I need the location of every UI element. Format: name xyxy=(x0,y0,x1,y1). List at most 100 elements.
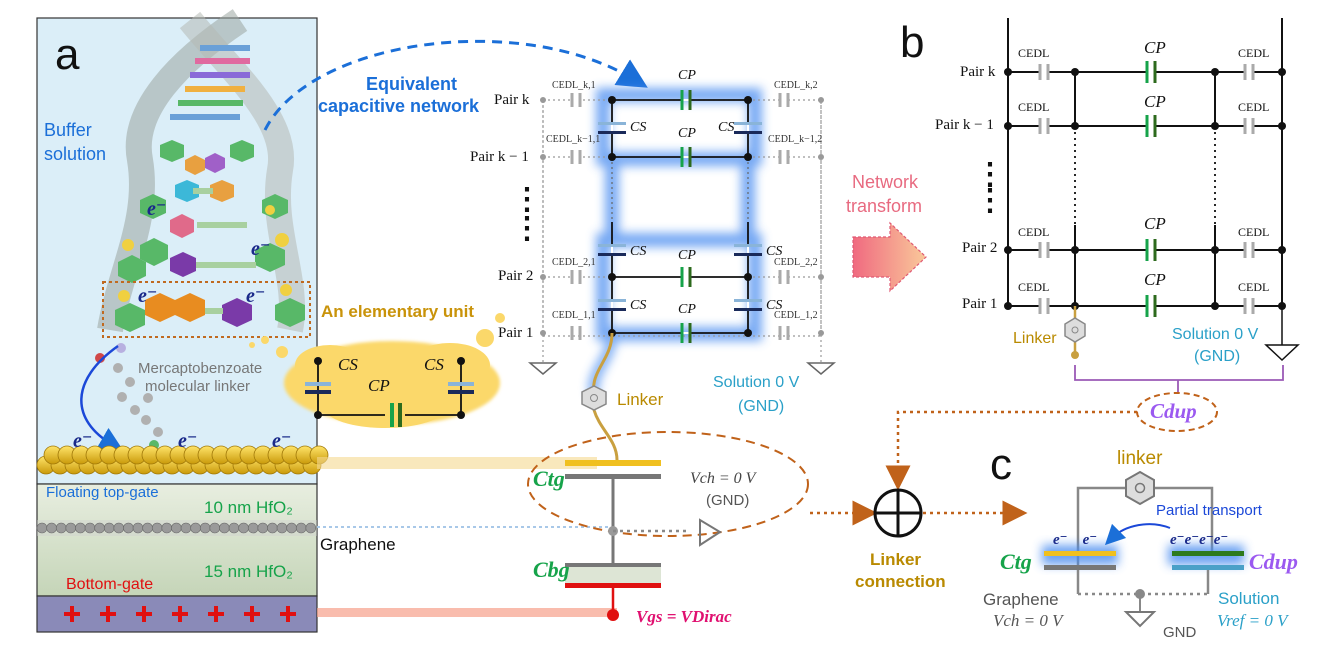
network-solution-label-2: (GND) xyxy=(738,398,785,415)
graphene-atom xyxy=(161,522,173,534)
graphene-atom xyxy=(190,522,201,534)
cp-capacitor xyxy=(680,267,692,287)
dna-base-pairs-top xyxy=(170,45,250,120)
graphene-atom xyxy=(123,522,134,534)
electron-label-6: e⁻ xyxy=(178,430,198,452)
cedl-22-label: CEDL_2,2 xyxy=(774,257,818,268)
edl-node xyxy=(540,154,546,160)
panel-c-label: c xyxy=(990,440,1012,489)
bottom-gate-label: Bottom-gate xyxy=(66,576,154,593)
graphene-atom xyxy=(46,522,57,534)
network-linker-label: Linker xyxy=(617,390,664,409)
graphene-label: Graphene xyxy=(320,535,396,554)
graphene-atom xyxy=(65,522,77,534)
edl-node xyxy=(540,330,546,336)
panelb-cp-capacitor xyxy=(1145,61,1157,83)
panelb-vdots: ⋮ xyxy=(975,158,1005,191)
cp-label-1: CP xyxy=(678,302,696,317)
graphene-atom xyxy=(247,522,259,534)
panelb-node xyxy=(1004,68,1012,76)
cs-label-k-right: CS xyxy=(718,120,735,135)
edl-capacitor xyxy=(778,326,790,340)
panelb-cp-3: CP xyxy=(1144,214,1166,233)
panelb-solution-2: (GND) xyxy=(1194,348,1241,365)
panelc-solution-label: Solution xyxy=(1218,589,1280,608)
panelb-solution-1: Solution 0 V xyxy=(1172,326,1259,343)
graphene-atom xyxy=(55,522,67,534)
graphene-atom xyxy=(142,522,153,534)
graphene-atom xyxy=(132,522,144,534)
plus-charge-icon xyxy=(136,606,152,622)
panel-b-label: b xyxy=(900,18,925,67)
electron-label-3: e⁻ xyxy=(138,285,158,307)
graphene-atom xyxy=(305,522,317,534)
cloud-cs-right: CS xyxy=(424,355,444,374)
panelb-node xyxy=(1278,122,1286,130)
elementary-unit-cloud xyxy=(249,313,505,428)
panelb-cp-capacitor xyxy=(1145,115,1157,137)
floating-gate-label: Floating top-gate xyxy=(46,484,159,501)
gold-surface xyxy=(36,445,329,475)
linker-connection-node xyxy=(810,410,1137,538)
graphene-atom xyxy=(219,522,230,534)
plus-charge-icon xyxy=(172,606,188,622)
panelc-cdup-label: Cdup xyxy=(1249,549,1298,574)
graphene-atom xyxy=(228,522,240,534)
panel-a-label: a xyxy=(55,30,80,79)
cdup-label: Cdup xyxy=(1150,399,1197,423)
graphene-atom xyxy=(199,522,211,534)
linker-description-2: molecular linker xyxy=(145,378,251,395)
graphene-atom xyxy=(295,522,307,534)
network-vdots-2: ⋮ xyxy=(512,212,542,245)
edl-node xyxy=(818,330,824,336)
network-node xyxy=(744,153,752,161)
panel-b-linker-icon xyxy=(1064,317,1086,343)
graphene-atom xyxy=(36,522,48,534)
partial-transport-arrow xyxy=(1104,523,1171,546)
graphene-atom xyxy=(84,522,96,534)
hfo2-top-label: 10 nm HfO₂ xyxy=(204,498,293,517)
edl-node xyxy=(818,97,824,103)
panelb-edl-capacitor xyxy=(1243,64,1255,80)
graphene-atom xyxy=(238,522,249,534)
ctg-label: Ctg xyxy=(533,466,565,491)
junction-label-2: connection xyxy=(855,572,946,591)
panelb-cedl-l3: CEDL xyxy=(1018,225,1050,239)
edl-capacitor xyxy=(570,326,582,340)
plus-charge-icon xyxy=(208,606,224,622)
plus-charge-icon xyxy=(64,606,80,622)
solution-label: solution xyxy=(44,144,107,164)
graphene-atom xyxy=(75,522,86,534)
panelb-edl-capacitor xyxy=(1038,298,1050,314)
gate-ellipse xyxy=(527,431,809,537)
cbg-label: Cbg xyxy=(533,557,570,582)
vgs-label: Vgs = VDirac xyxy=(636,607,732,626)
panelb-pair-k1: Pair k − 1 xyxy=(935,117,994,133)
panel-c-circuit xyxy=(1042,470,1244,628)
cedl-12-label: CEDL_1,2 xyxy=(774,310,818,321)
cs-capacitor xyxy=(598,299,626,311)
cp-capacitor xyxy=(680,90,692,110)
panelc-vch-label: Vch = 0 V xyxy=(993,611,1063,630)
panelb-node xyxy=(1004,302,1012,310)
cedl-km11-label: CEDL_k−1,1 xyxy=(546,134,601,145)
cedl-k2-label: CEDL_k,2 xyxy=(774,80,818,91)
cloud-cp: CP xyxy=(368,376,390,395)
panelb-cedl-l2: CEDL xyxy=(1018,100,1050,114)
panelb-pair-2: Pair 2 xyxy=(962,240,998,256)
panelb-edl-capacitor xyxy=(1038,64,1050,80)
cs-capacitor xyxy=(734,244,762,256)
electron-label-4: e⁻ xyxy=(246,285,266,307)
cp-label-k1: CP xyxy=(678,126,696,141)
cedl-11-label: CEDL_1,1 xyxy=(552,310,596,321)
panelc-vref-label: Vref = 0 V xyxy=(1217,611,1288,630)
edl-node xyxy=(540,97,546,103)
cs-label-1-left: CS xyxy=(630,298,647,313)
vch-label: Vch = 0 V xyxy=(690,470,756,487)
graphene-atom xyxy=(286,522,297,534)
cs-capacitor xyxy=(598,244,626,256)
edl-capacitor xyxy=(570,150,582,164)
panelb-edl-capacitor xyxy=(1243,118,1255,134)
electron-label-7: e⁻ xyxy=(272,430,292,452)
